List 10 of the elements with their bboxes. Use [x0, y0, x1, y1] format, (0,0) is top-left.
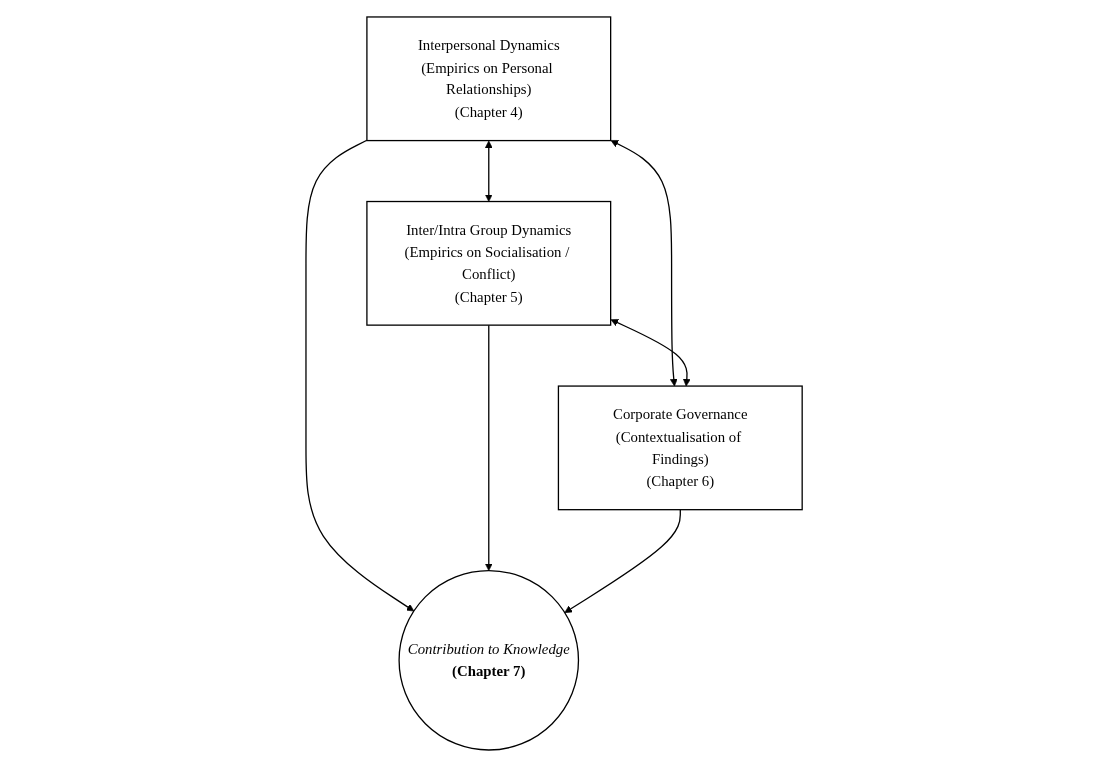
- arrow: [485, 140, 494, 202]
- arrow: [611, 319, 691, 387]
- node-box: Corporate Governance (Contextualisation of Findings) (Chapter 6): [558, 385, 804, 511]
- arrow: [485, 324, 494, 571]
- node-box: Inter/Intra Group Dynamics (Empirics on Socialisation / Conflict) (Chapter 5): [366, 200, 612, 326]
- node-box: Interpersonal Dynamics (Empirics on Personal Relationships) (Chapter 4): [366, 16, 612, 142]
- arrow: [611, 140, 679, 387]
- arrow: [305, 139, 415, 612]
- node-circle: Contribution to Knowledge (Chapter 7): [398, 570, 580, 751]
- arrow: [564, 509, 682, 613]
